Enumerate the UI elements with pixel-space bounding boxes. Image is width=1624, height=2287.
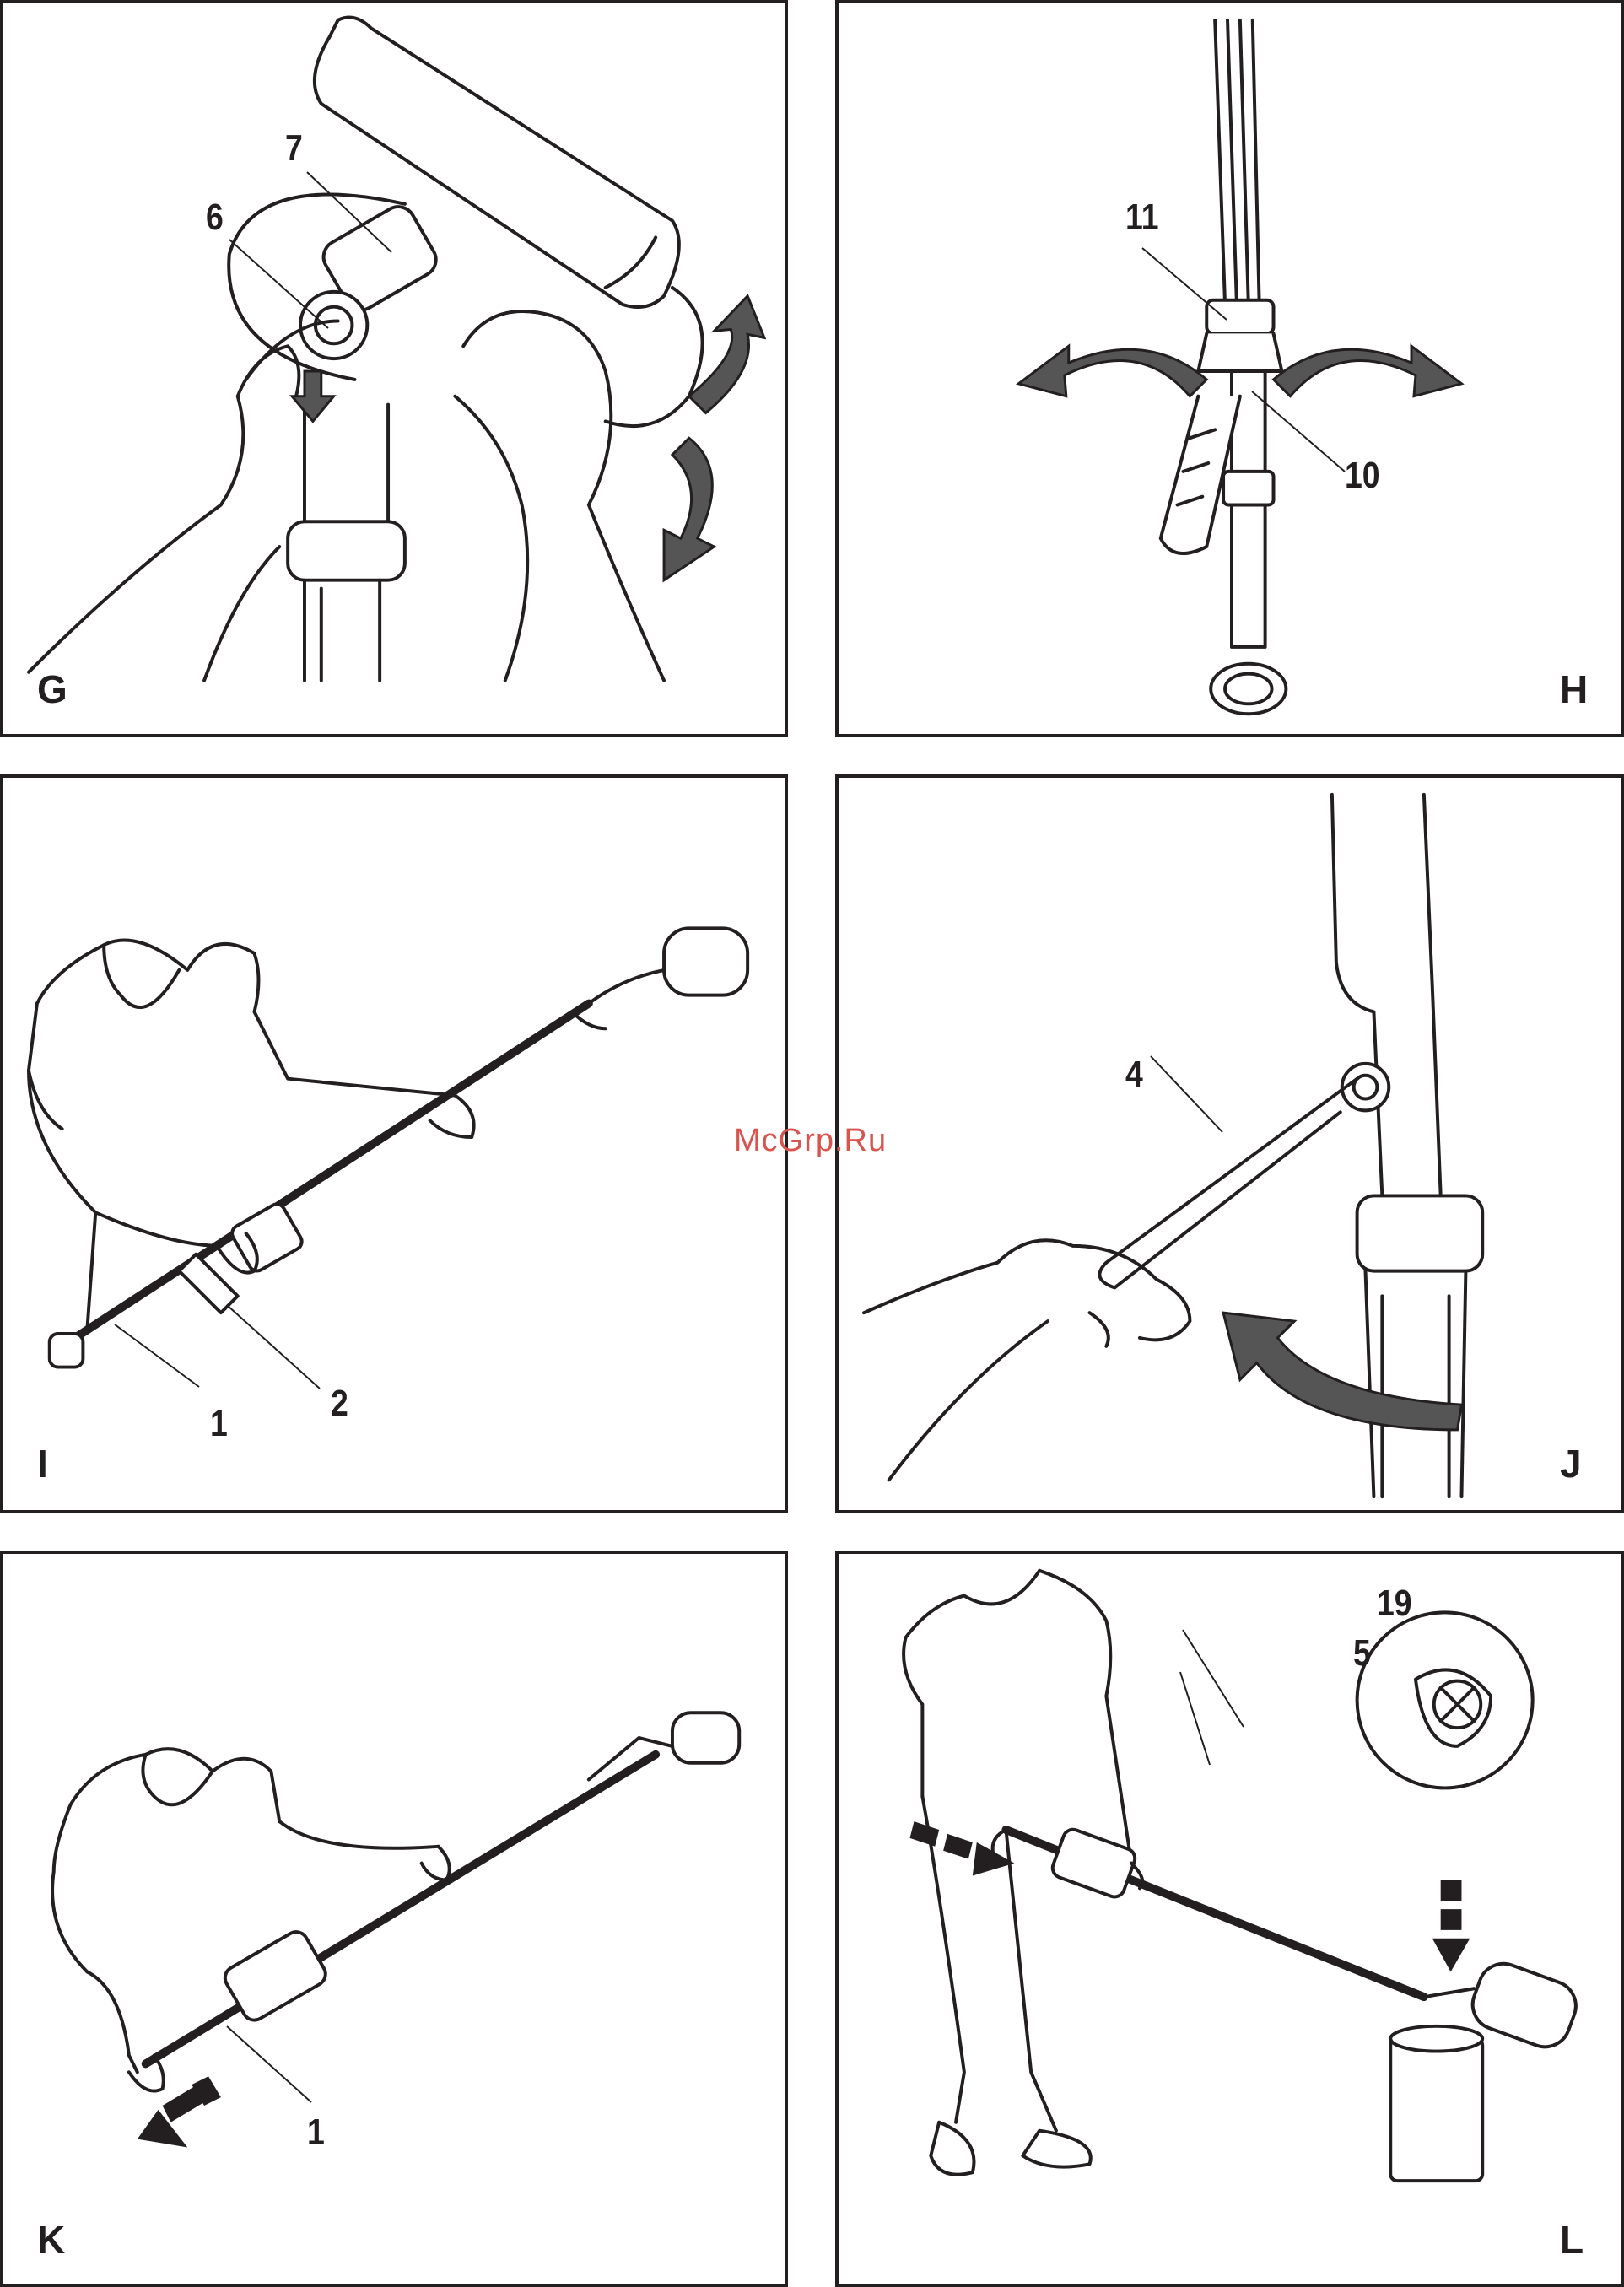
panel-label-j: J bbox=[1560, 1444, 1582, 1483]
callout-19: 19 bbox=[1377, 1585, 1412, 1622]
leader-lines bbox=[839, 1554, 1624, 2287]
panel-label-g: G bbox=[37, 670, 67, 709]
callout-1: 1 bbox=[307, 2114, 325, 2151]
panel-l: 19 5 L bbox=[835, 1551, 1624, 2287]
leader-lines bbox=[3, 778, 788, 1513]
panel-h: 11 10 H bbox=[835, 0, 1624, 737]
leader-lines bbox=[3, 1554, 788, 2287]
watermark: McGrp.Ru bbox=[734, 1123, 887, 1159]
panel-i: 1 2 I bbox=[0, 774, 788, 1513]
panel-label-l: L bbox=[1560, 2220, 1584, 2259]
panel-g: 7 6 G bbox=[0, 0, 788, 737]
callout-1: 1 bbox=[210, 1405, 228, 1443]
panel-label-h: H bbox=[1560, 670, 1588, 709]
callout-4: 4 bbox=[1125, 1056, 1143, 1093]
leader-lines bbox=[839, 3, 1624, 737]
callout-2: 2 bbox=[331, 1385, 348, 1422]
callout-10: 10 bbox=[1345, 457, 1380, 494]
panel-label-i: I bbox=[37, 1444, 48, 1483]
callout-11: 11 bbox=[1125, 199, 1159, 236]
callout-5: 5 bbox=[1353, 1635, 1371, 1672]
panel-j: 4 J bbox=[835, 774, 1624, 1513]
leader-lines bbox=[3, 3, 788, 737]
panel-k: 1 K bbox=[0, 1551, 788, 2287]
leader-lines bbox=[839, 778, 1624, 1513]
panel-label-k: K bbox=[37, 2220, 65, 2259]
